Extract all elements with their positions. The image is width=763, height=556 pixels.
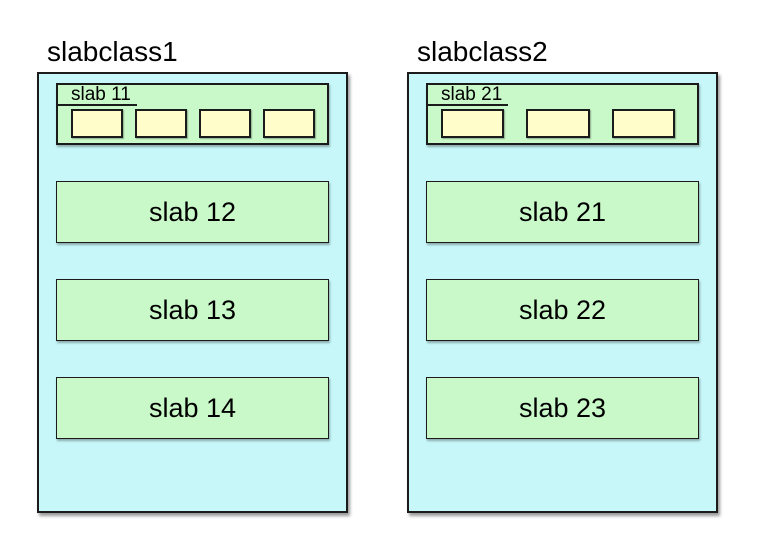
slab-13-box: slab 13	[56, 279, 329, 341]
memory-chunk	[526, 109, 590, 138]
slabclass2-column: slabclass2 slab 21 slab 21 slab 22 slab …	[407, 38, 718, 513]
slab-14-box: slab 14	[56, 377, 329, 439]
memory-chunk	[611, 109, 675, 138]
slabclass1-container: slab 11 slab 12 slab 13 slab 14	[37, 72, 348, 513]
slab-11-chunk-row	[58, 109, 327, 138]
slabclass1-title: slabclass1	[47, 36, 178, 67]
slabclass2-title: slabclass2	[417, 36, 548, 67]
slab-23-box: slab 23	[426, 377, 699, 439]
memory-chunk	[135, 109, 187, 138]
slab-11-box: slab 11	[56, 83, 329, 145]
memory-chunk	[199, 109, 251, 138]
slabclass2-container: slab 21 slab 21 slab 22 slab 23	[407, 72, 718, 513]
slab-12-box: slab 12	[56, 181, 329, 243]
slab-21-label: slab 21	[428, 85, 509, 106]
memory-chunk	[263, 109, 315, 138]
memory-chunk	[71, 109, 123, 138]
memory-chunk	[441, 109, 505, 138]
slab-21-chunk-row	[428, 109, 697, 138]
slab-22-box: slab 22	[426, 279, 699, 341]
slabclass1-column: slabclass1 slab 11 slab 12 slab 13 slab …	[37, 38, 348, 513]
slab-11-label: slab 11	[58, 85, 137, 106]
slab-21-box: slab 21	[426, 83, 699, 145]
slab-21-row-box: slab 21	[426, 181, 699, 243]
